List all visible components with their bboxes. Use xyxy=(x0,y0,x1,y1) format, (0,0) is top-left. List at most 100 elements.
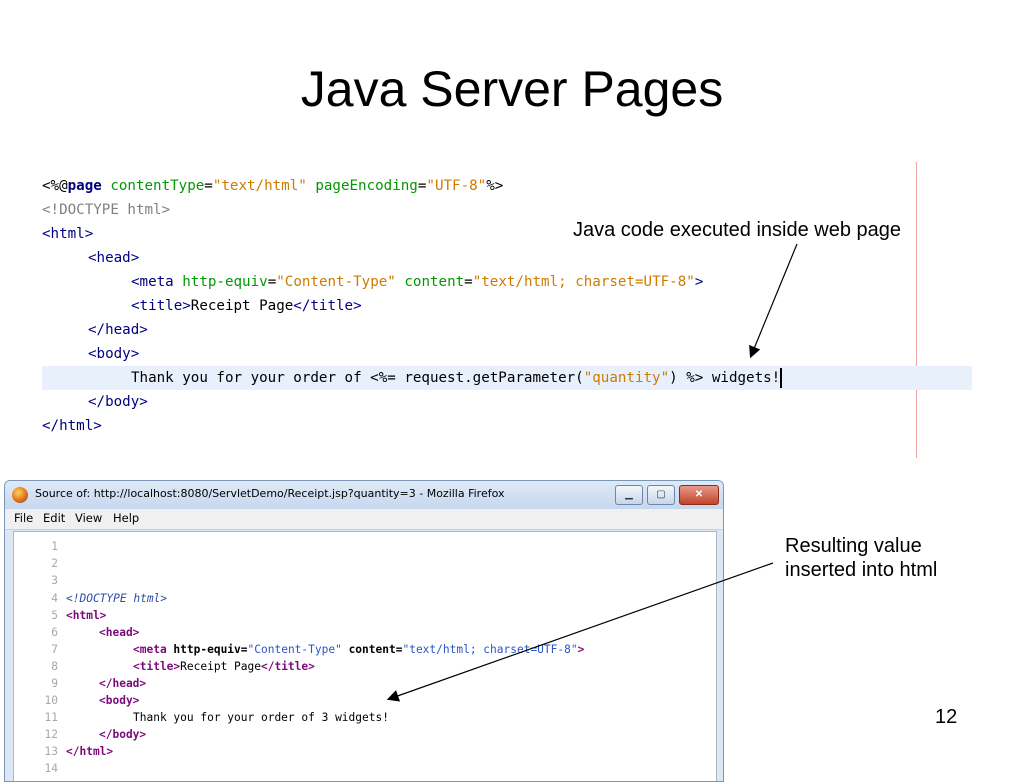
callout-resulting-value: Resulting value inserted into html xyxy=(785,534,937,582)
meta-close: > xyxy=(577,643,585,656)
callout-java-code: Java code executed inside web page xyxy=(573,219,902,241)
attr: http-equiv xyxy=(166,643,241,656)
title-open: <title> xyxy=(131,298,191,314)
menu-view[interactable]: View xyxy=(75,511,103,525)
value-utf8: "UTF-8" xyxy=(426,178,487,194)
equals: = xyxy=(204,178,213,194)
source-line: 10 <body> xyxy=(14,692,714,709)
menu-help[interactable]: Help xyxy=(113,511,140,525)
firefox-window[interactable]: Source of: http://localhost:8080/Servlet… xyxy=(4,480,724,782)
source-line: 3 xyxy=(14,572,714,589)
body-text: Thank you for your order of xyxy=(131,370,371,386)
menu-file[interactable]: File xyxy=(14,511,34,525)
equals: = xyxy=(464,274,473,290)
expression-open: <%= xyxy=(370,370,396,386)
body-text: Thank you for your order of 3 widgets! xyxy=(133,711,389,724)
source-line: 8 <title>Receipt Page</title> xyxy=(14,658,714,675)
title-close: </title> xyxy=(293,298,362,314)
editor-line-7: </head> xyxy=(88,322,148,338)
attr-contenttype: contentType xyxy=(101,178,205,194)
html-open-tag: <html> xyxy=(66,609,107,622)
source-line: 14 xyxy=(14,760,714,777)
source-line: 2 xyxy=(14,555,714,572)
line-number: 5 xyxy=(51,609,58,622)
line-number: 9 xyxy=(51,677,58,690)
line-number: 2 xyxy=(51,557,58,570)
editor-line-1: <%@page contentType="text/html" pageEnco… xyxy=(42,174,972,198)
editor-line-11: </html> xyxy=(42,418,102,434)
menu-bar: File Edit View Help xyxy=(5,509,723,530)
title-close: </title> xyxy=(260,660,315,673)
source-line: 7 <meta http-equiv="Content-Type" content… xyxy=(14,641,714,658)
callout-line-1: Resulting value xyxy=(785,535,922,557)
title-open: <title> xyxy=(133,660,181,673)
line-number: 11 xyxy=(44,711,58,724)
line-number: 3 xyxy=(51,574,58,587)
source-line: 6<head> xyxy=(14,624,714,641)
editor-line-10: </body> xyxy=(88,394,148,410)
line-number: 14 xyxy=(44,762,58,775)
directive-name: page xyxy=(67,178,102,194)
editor-line-8: <body> xyxy=(88,346,140,362)
source-line: 11 Thank you for your order of 3 widgets! xyxy=(14,709,714,726)
value: "Content-Type" xyxy=(247,643,342,656)
body-close-tag: </body> xyxy=(99,728,147,741)
head-close-tag: </head> xyxy=(99,677,147,690)
source-line: 5 <html> xyxy=(14,607,714,624)
meta-close: > xyxy=(694,274,704,290)
line-number: 4 xyxy=(51,592,58,605)
meta-open: <meta xyxy=(131,274,174,290)
menu-edit[interactable]: Edit xyxy=(43,511,66,525)
editor-line-2: <!DOCTYPE html> xyxy=(42,202,171,218)
title-text: Receipt Page xyxy=(190,298,294,314)
code-editor[interactable]: <%@page contentType="text/html" pageEnco… xyxy=(42,174,972,444)
attr-pageencoding: pageEncoding xyxy=(306,178,418,194)
line-number: 10 xyxy=(44,694,58,707)
editor-line-9: Thank you for your order of <%= request.… xyxy=(42,366,972,390)
html-close-tag: </html> xyxy=(66,745,114,758)
java-code: request.getParameter( xyxy=(395,370,584,386)
equals: = xyxy=(417,178,427,194)
window-title: Source of: http://localhost:8080/Servlet… xyxy=(35,487,505,500)
expression-close: %> xyxy=(686,370,704,386)
body-open-tag: <body> xyxy=(99,694,140,707)
attr-http-equiv: http-equiv xyxy=(173,274,268,290)
source-line: 4 <!DOCTYPE html> xyxy=(14,590,714,607)
source-view[interactable]: 1 2 3 4 <!DOCTYPE html> 5 <html> 6<head> 7… xyxy=(13,531,717,781)
line-number: 13 xyxy=(44,745,58,758)
editor-line-6: <title>Receipt Page</title> xyxy=(42,294,972,318)
source-line: 12 </body> xyxy=(14,726,714,743)
maximize-button[interactable]: ▢ xyxy=(647,485,675,505)
close-button[interactable]: ✕ xyxy=(679,485,719,505)
doctype: <!DOCTYPE html> xyxy=(66,592,168,605)
minimize-button[interactable]: ▁ xyxy=(615,485,643,505)
callout-line-2: inserted into html xyxy=(785,559,938,581)
attr-content: content xyxy=(395,274,465,290)
meta-tag: <meta xyxy=(133,643,167,656)
line-number: 12 xyxy=(44,728,58,741)
source-line: 13 </html> xyxy=(14,743,714,760)
attr: content xyxy=(341,643,396,656)
value-charset: "text/html; charset=UTF-8" xyxy=(472,274,695,290)
source-line: 9 </head> xyxy=(14,675,714,692)
param-string: "quantity" xyxy=(583,370,670,386)
window-titlebar[interactable]: Source of: http://localhost:8080/Servlet… xyxy=(5,481,723,509)
body-text-end: widgets! xyxy=(703,370,781,386)
page-number: 12 xyxy=(935,706,958,728)
equals: = xyxy=(240,643,248,656)
editor-line-3: <html> xyxy=(42,226,94,242)
text-caret xyxy=(780,368,783,388)
editor-line-4: <head> xyxy=(88,250,140,266)
source-line: 1 xyxy=(14,538,714,555)
title-text: Receipt Page xyxy=(180,660,261,673)
margin-line xyxy=(916,162,917,458)
value-content-type: "Content-Type" xyxy=(276,274,396,290)
value: "text/html; charset=UTF-8" xyxy=(402,643,578,656)
firefox-icon xyxy=(12,487,28,503)
line-number: 7 xyxy=(51,643,58,656)
line-number: 1 xyxy=(51,540,58,553)
editor-line-5: <meta http-equiv="Content-Type" content=… xyxy=(42,270,972,294)
line-number: 6 xyxy=(51,626,58,639)
line-number: 8 xyxy=(51,660,58,673)
equals: = xyxy=(267,274,277,290)
